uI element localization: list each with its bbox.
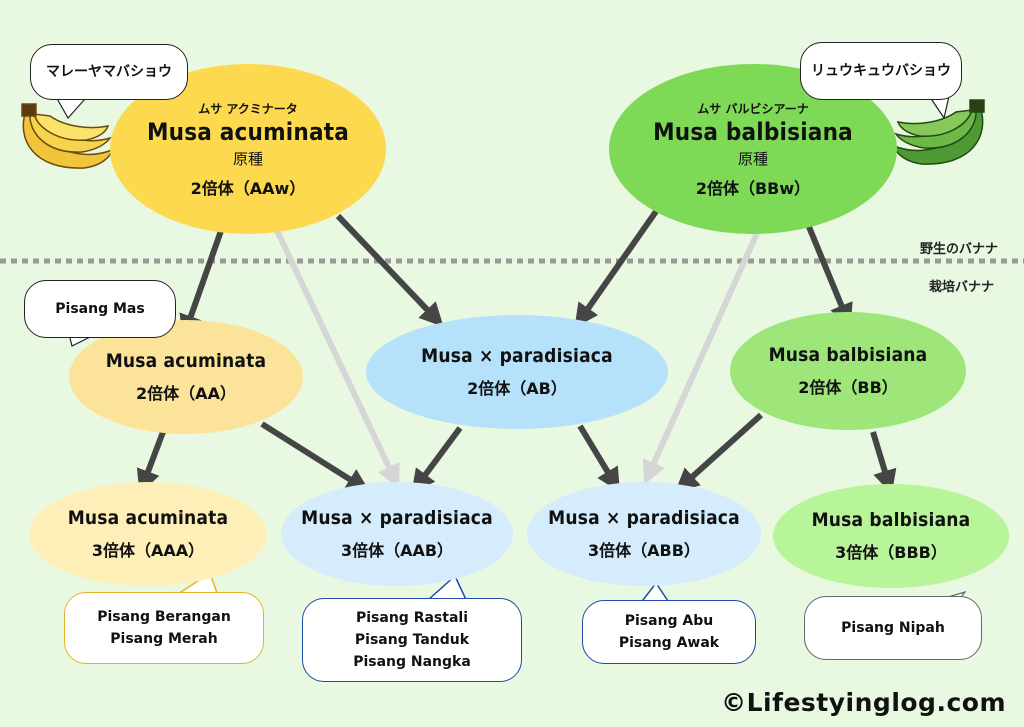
node-triploid-abb: Musa × paradisiaca 3倍体（ABB） [527,482,761,586]
node-ploidy: 2倍体（BBw） [695,178,811,198]
node-ploidy: 3倍体（ABB） [588,541,700,560]
bubble-text: Pisang Nangka [353,654,471,670]
bubble-text: Pisang Awak [618,635,720,651]
bubble-bbb-cultivars: Pisang Nipah [804,596,982,660]
node-ploidy: 3倍体（AAB） [340,541,454,560]
node-kana: ムサ バルビシアーナ [697,101,809,116]
node-species: Musa balbisiana [653,117,853,146]
node-species: Musa × paradisiaca [548,507,740,529]
label-wild-bananas: 野生のバナナ [919,242,998,257]
node-species: Musa balbisiana [768,344,928,366]
bubble-text: Pisang Merah [110,631,218,647]
node-triploid-bbb: Musa balbisiana 3倍体（BBB） [773,484,1009,588]
bubble-abb-cultivars: Pisang Abu Pisang Awak [582,600,756,664]
arrow-wild-b-to-bb [804,220,853,328]
node-ploidy: 2倍体（AA） [136,384,236,403]
bubble-tail-malay [54,94,86,120]
node-ploidy: 2倍体（AB） [467,379,567,398]
node-ploidy: 2倍体（BB） [798,378,898,397]
arrow-acuminata-to-aab [269,218,400,489]
bubble-text: Pisang Rastali [356,610,468,626]
node-species: Musa acuminata [146,117,350,146]
arrow-bb-to-bbb [870,431,897,495]
node-diploid-ab: Musa × paradisiaca 2倍体（AB） [366,315,668,429]
bubble-text: リュウキュウバショウ [811,63,951,79]
arrow-ab-to-aab [411,426,463,494]
node-diploid-bb: Musa balbisiana 2倍体（BB） [730,312,966,430]
node-ploidy: 3倍体（BBB） [835,543,947,562]
arrow-aa-to-aab [260,421,371,493]
arrow-wild-a-to-aa [179,227,225,340]
node-species: Musa × paradisiaca [301,507,493,529]
node-species: Musa acuminata [67,507,229,529]
bubble-aaa-cultivars: Pisang Berangan Pisang Merah [64,592,264,664]
arrow-wild-a-to-ab [335,213,444,327]
node-note: 原種 [232,149,263,168]
bubble-malay-name: マレーヤマバショウ [30,44,188,100]
node-triploid-aab: Musa × paradisiaca 3倍体（AAB） [281,482,513,586]
bubble-text: Pisang Tanduk [354,632,470,648]
arrow-aa-to-aaa [136,430,166,494]
node-species: Musa × paradisiaca [421,345,613,367]
node-triploid-aaa: Musa acuminata 3倍体（AAA） [29,482,267,586]
node-note: 原種 [737,149,768,168]
node-kana: ムサ アクミナータ [198,101,298,116]
bubble-text: Pisang Mas [55,301,145,317]
node-species: Musa balbisiana [811,509,971,531]
arrow-ab-to-abb [577,424,620,493]
bubble-aab-cultivars: Pisang Rastali Pisang Tanduk Pisang Nang… [302,598,522,682]
arrow-wild-b-to-ab [574,208,660,328]
arrow-bb-to-abb [674,412,764,493]
bubble-text: マレーヤマバショウ [46,64,172,80]
green-banana-icon [892,99,985,165]
bubble-text: Pisang Abu [624,613,714,629]
yellow-banana-icon [21,103,114,169]
bubble-pisang-mas: Pisang Mas [24,280,176,338]
node-wild-acuminata: ムサ アクミナータ Musa acuminata 原種 2倍体（AAw） [110,64,386,234]
node-ploidy: 2倍体（AAw） [190,178,306,198]
bubble-text: Pisang Nipah [841,620,945,636]
node-diploid-aa: Musa acuminata 2倍体（AA） [69,320,303,434]
node-species: Musa acuminata [105,350,267,372]
site-watermark: ©Lifestyinglog.com [721,688,1006,717]
label-cultivated-bananas: 栽培バナナ [928,280,994,295]
node-ploidy: 3倍体（AAA） [91,541,205,560]
bubble-text: Pisang Berangan [97,609,231,625]
arrow-balbisiana-to-abb [642,220,765,485]
bubble-ryukyu-name: リュウキュウバショウ [800,42,962,100]
